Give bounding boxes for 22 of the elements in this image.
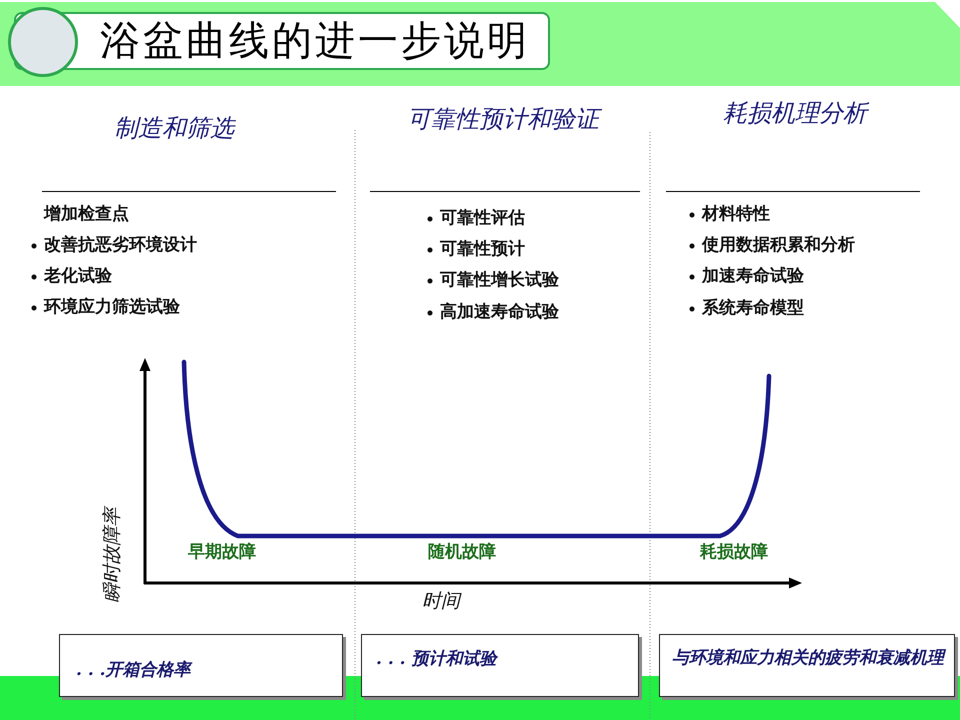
list-item: 可靠性增长试验 [427, 269, 559, 291]
list-item: 材料特性 [689, 203, 770, 225]
note-text: . . .开箱合格率 [76, 659, 191, 681]
note-box [59, 634, 343, 697]
axis-label: 瞬时故障率 [101, 508, 123, 602]
list-item: 可靠性评估 [427, 207, 525, 229]
axis-label: 时间 [422, 590, 460, 612]
note-box [659, 634, 955, 697]
note-box [361, 634, 639, 697]
column-heading: 耗损机理分析 [723, 98, 867, 128]
list-item: 使用数据积累和分析 [689, 234, 855, 256]
phase-label: 随机故障 [428, 541, 496, 563]
note-text: . . . 预计和试验 [376, 648, 497, 670]
note-text: 与环境和应力相关的疲劳和衰减机理 [672, 647, 944, 669]
list-item: 可靠性预计 [427, 238, 525, 260]
list-item: 改善抗恶劣环境设计 [31, 234, 197, 256]
phase-label: 耗损故障 [700, 541, 768, 563]
phase-label: 早期故障 [188, 541, 256, 563]
list-item: 环境应力筛选试验 [31, 296, 180, 318]
slide-title: 浴盆曲线的进一步说明 [100, 17, 530, 65]
column-heading: 制造和筛选 [114, 113, 234, 143]
list-item: 增加检查点 [44, 203, 129, 225]
